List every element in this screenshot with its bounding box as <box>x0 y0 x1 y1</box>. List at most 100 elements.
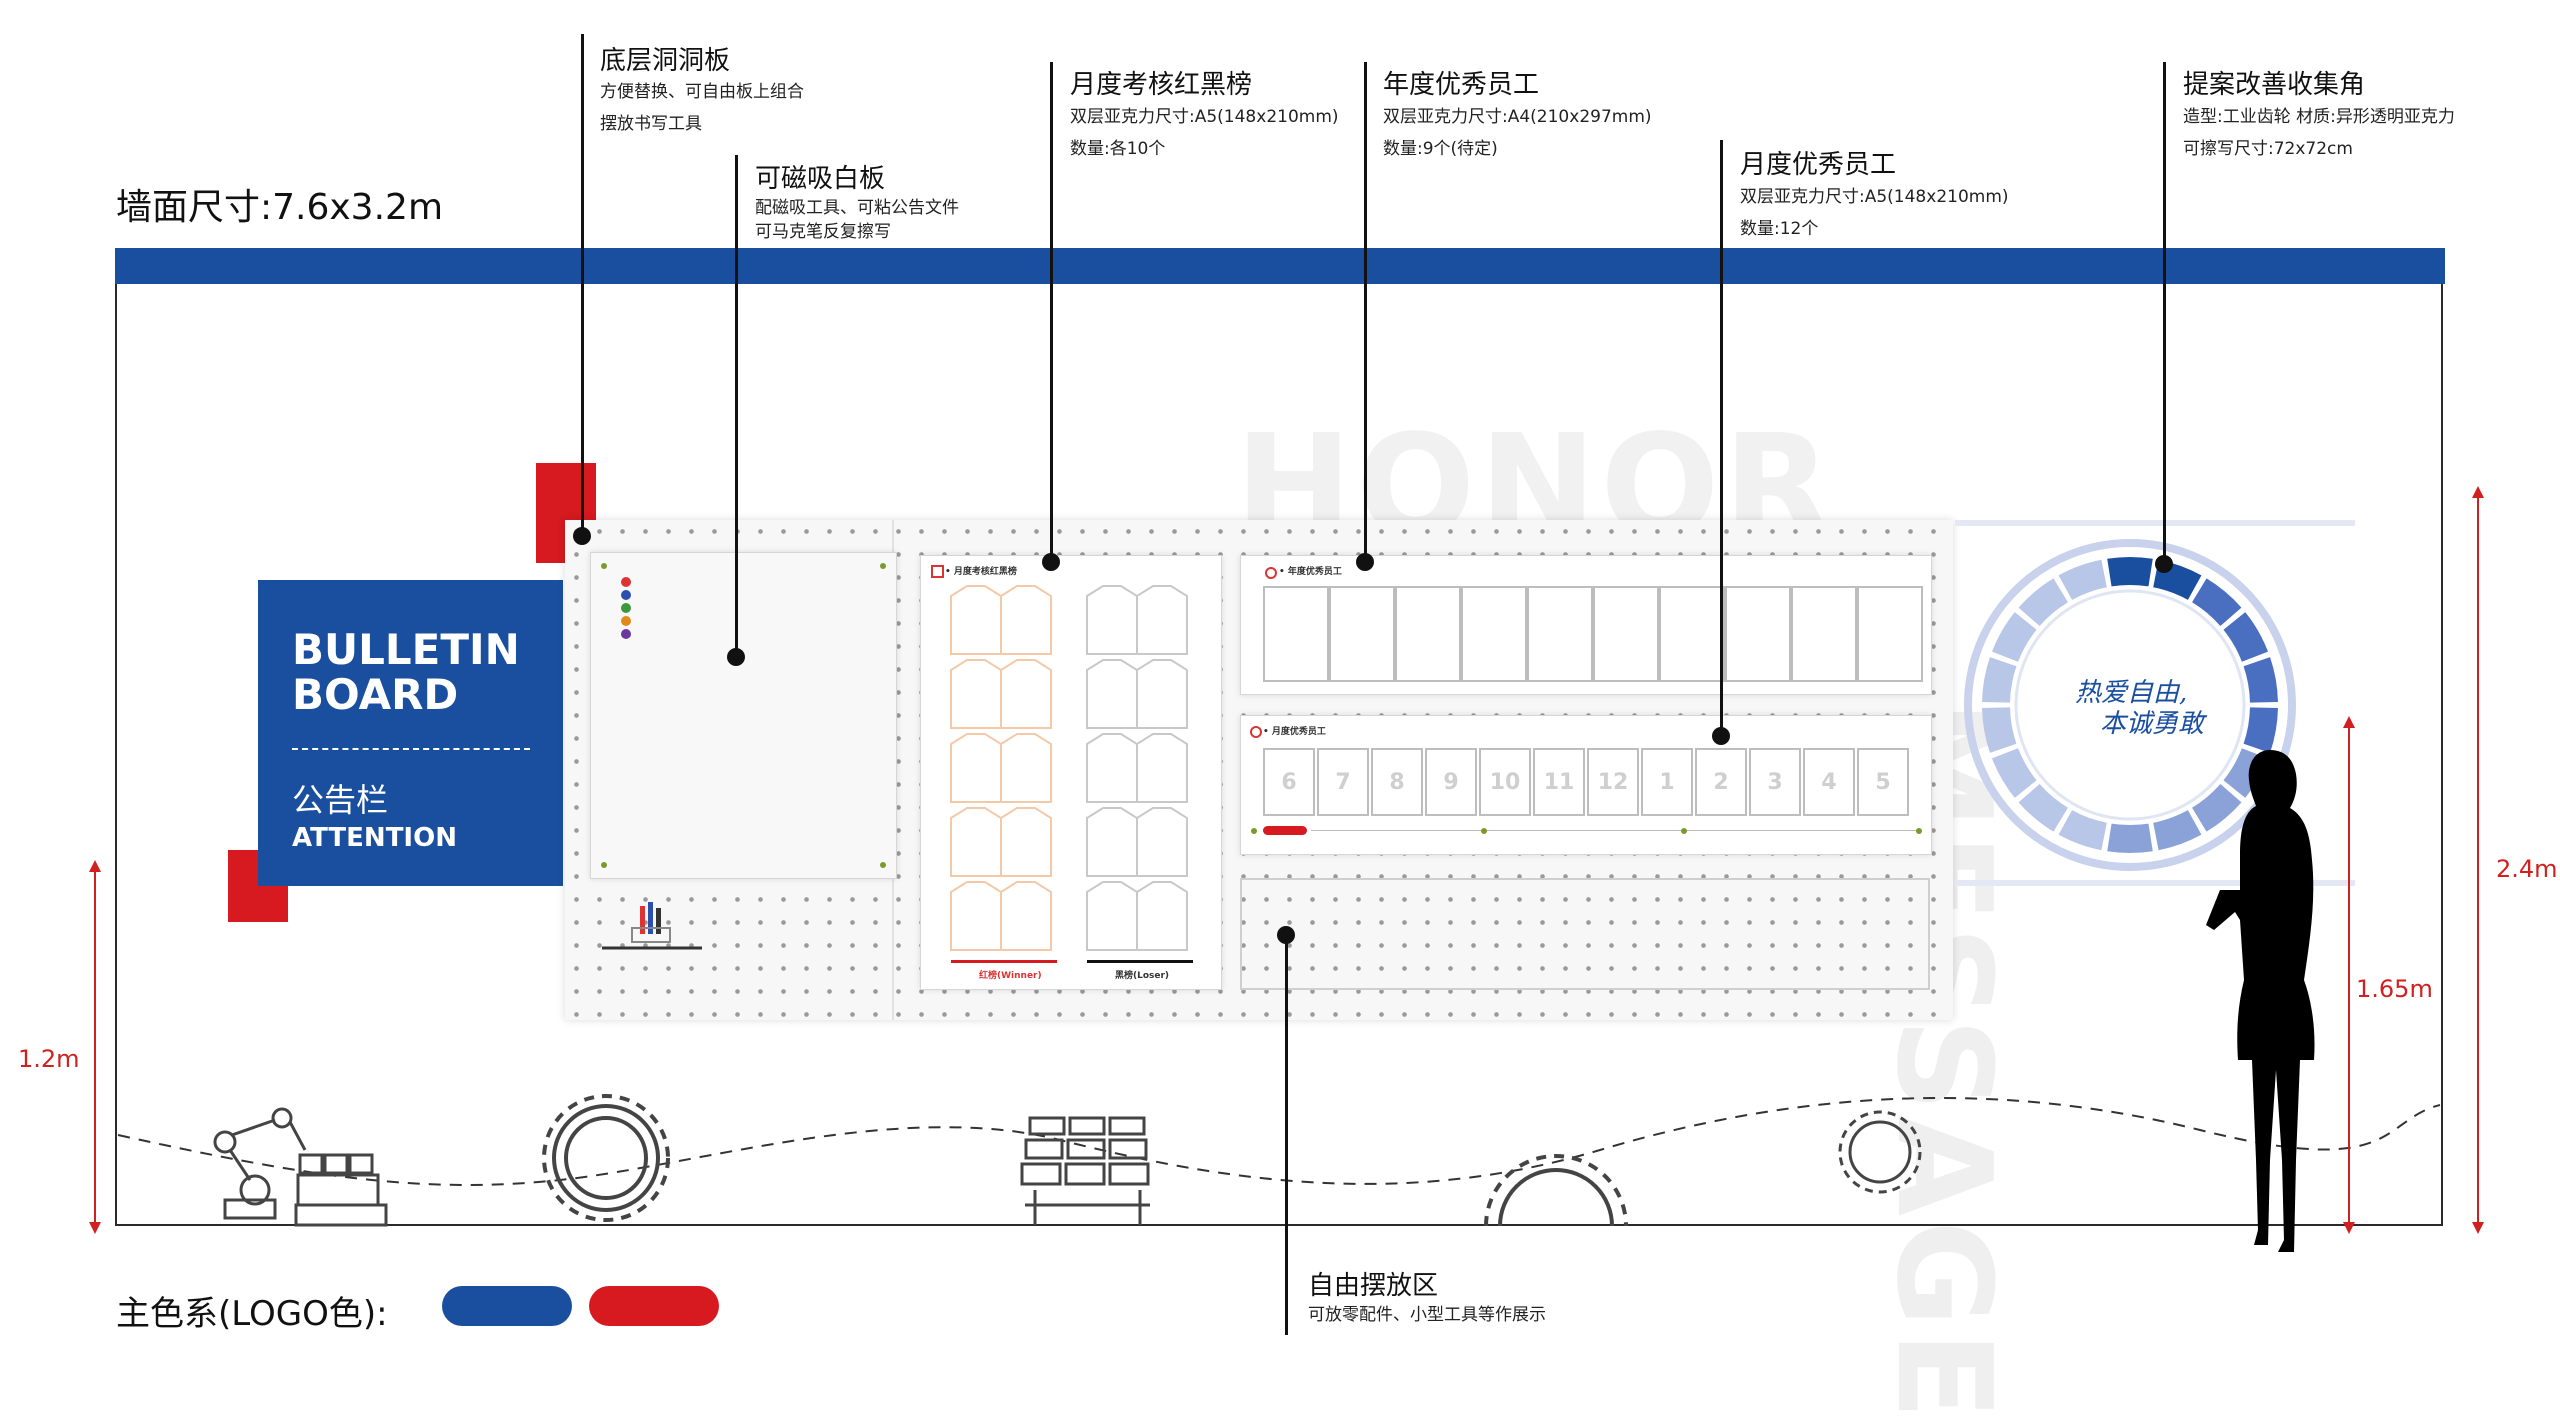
monthly-header: • 月度优秀员工 <box>1263 727 1326 737</box>
solar-panel-icon <box>1020 1116 1150 1225</box>
annual-staff-board: • 年度优秀员工 <box>1240 555 1932 695</box>
annual-staff-frame <box>1461 586 1527 682</box>
ann-monthly-line2: 数量:12个 <box>1740 219 1819 239</box>
leader-dot-whiteboard <box>727 648 745 666</box>
corner-screw <box>880 862 886 868</box>
proposal-gear <box>1964 539 2296 871</box>
leader-line-ranking <box>1050 62 1053 562</box>
gear-segment <box>2153 810 2202 851</box>
ann-ranking-line1: 双层亚克力尺寸:A5(148x210mm) <box>1070 107 1339 127</box>
monthly-badge-icon <box>1250 726 1262 738</box>
gear-outer-ring <box>1964 539 2296 871</box>
wall-outline <box>115 248 2443 1226</box>
leader-line-proposal <box>2163 62 2166 564</box>
dimension-lines <box>89 486 2484 1234</box>
industrial-decoration <box>117 1094 2441 1227</box>
magnet-blue-icon <box>621 590 631 600</box>
red-list-frame <box>1000 659 1052 729</box>
monthly-base-line <box>1311 830 1917 831</box>
bulletin-title-line1: BULLETIN <box>292 625 520 674</box>
leader-line-whiteboard <box>735 155 738 657</box>
red-list-frame <box>1000 585 1052 655</box>
monthly-staff-frame: 12 <box>1587 748 1639 816</box>
ann-proposal-title: 提案改善收集角 <box>2183 70 2366 100</box>
black-list-frame <box>1136 733 1188 803</box>
gear-segment <box>2058 559 2107 600</box>
gear-segment <box>1991 748 2037 798</box>
monthly-staff-frame: 9 <box>1425 748 1477 816</box>
annual-staff-frame <box>1329 586 1395 682</box>
bulletin-title-block: BULLETIN BOARD 公告栏 ATTENTION <box>258 580 563 886</box>
monthly-staff-frame: 6 <box>1263 748 1315 816</box>
ann-annual-line1: 双层亚克力尺寸:A4(210x297mm) <box>1383 107 1652 127</box>
gear-segment <box>2107 823 2153 853</box>
monthly-staff-frame: 5 <box>1857 748 1909 816</box>
dim-label-left: 1.2m <box>18 1045 80 1073</box>
leader-dot-monthly <box>1712 727 1730 745</box>
ann-whiteboard-title: 可磁吸白板 <box>755 164 886 194</box>
magnet-red-icon <box>621 577 631 587</box>
red-list-bar <box>951 960 1057 963</box>
magnet-orange-icon <box>621 616 631 626</box>
monthly-ranking-board: • 月度考核红黑榜 红榜(Winner) 黑榜(Loser) <box>920 555 1222 990</box>
gear-slogan-line2: 本诚勇敢 <box>2100 709 2205 739</box>
annual-staff-frame <box>1725 586 1791 682</box>
black-list-bar <box>1087 960 1193 963</box>
red-list-frame <box>1000 881 1052 951</box>
gear-writable-area <box>2014 589 2246 821</box>
message-band <box>1955 520 2355 886</box>
legend-blue-swatch <box>442 1286 572 1326</box>
dim-label-right: 2.4m <box>2496 855 2558 883</box>
gear-segment <box>1982 657 2017 703</box>
magnet-purple-icon <box>621 629 631 639</box>
ann-monthly-title: 月度优秀员工 <box>1740 150 1897 180</box>
ann-pegboard-line2: 摆放书写工具 <box>600 114 702 134</box>
annual-staff-frame <box>1857 586 1923 682</box>
ann-proposal-line1: 造型:工业齿轮 材质:异形透明亚克力 <box>2183 107 2455 127</box>
gear-icon-center <box>1484 1154 1628 1227</box>
gear-segment <box>2192 783 2242 832</box>
wall-top-stripe <box>115 248 2445 284</box>
annual-staff-frame <box>1527 586 1593 682</box>
leader-line-free-area <box>1285 935 1288 1335</box>
ann-ranking-line2: 数量:各10个 <box>1070 139 1166 159</box>
corner-screw <box>1916 828 1922 834</box>
leader-line-annual <box>1364 62 1367 562</box>
dim-label-mid: 1.65m <box>2356 975 2433 1003</box>
gear-segment <box>2223 612 2269 662</box>
ann-pegboard-title: 底层洞洞板 <box>600 46 731 76</box>
magnetic-whiteboard <box>590 552 897 879</box>
ann-whiteboard-line2: 可马克笔反复擦写 <box>755 222 891 242</box>
robot-arm-icon <box>213 1107 388 1227</box>
monthly-staff-frame: 10 <box>1479 748 1531 816</box>
wave-line <box>117 1096 2441 1186</box>
gear-segment <box>2018 578 2068 627</box>
ann-free-area-line1: 可放零配件、小型工具等作展示 <box>1308 1305 1546 1325</box>
monthly-staff-frame: 7 <box>1317 748 1369 816</box>
free-display-area <box>1240 878 1930 990</box>
ranking-frames <box>950 585 1188 951</box>
annual-staff-frame <box>1593 586 1659 682</box>
red-list-frame <box>1000 733 1052 803</box>
monthly-staff-frame: 1 <box>1641 748 1693 816</box>
leader-line-monthly <box>1720 140 1723 736</box>
leader-dot-proposal <box>2155 555 2173 573</box>
corner-screw <box>601 862 607 868</box>
gear-segment <box>2192 578 2242 627</box>
ann-annual-title: 年度优秀员工 <box>1383 70 1540 100</box>
gear-segment <box>2243 707 2278 753</box>
leader-dot-annual <box>1356 553 1374 571</box>
gear-segment <box>2243 657 2278 703</box>
black-list-label: 黑榜(Loser) <box>1115 971 1170 981</box>
corner-screw <box>1481 828 1487 834</box>
monthly-staff-frame: 4 <box>1803 748 1855 816</box>
monthly-red-tag <box>1263 826 1307 835</box>
monthly-staff-frame: 8 <box>1371 748 1423 816</box>
black-list-frame <box>1136 659 1188 729</box>
annual-staff-frame <box>1791 586 1857 682</box>
ranking-header: • 月度考核红黑榜 <box>945 567 1017 577</box>
black-list-frame <box>1136 881 1188 951</box>
pen-holder-icon <box>602 902 702 950</box>
annual-staff-frame <box>1395 586 1461 682</box>
